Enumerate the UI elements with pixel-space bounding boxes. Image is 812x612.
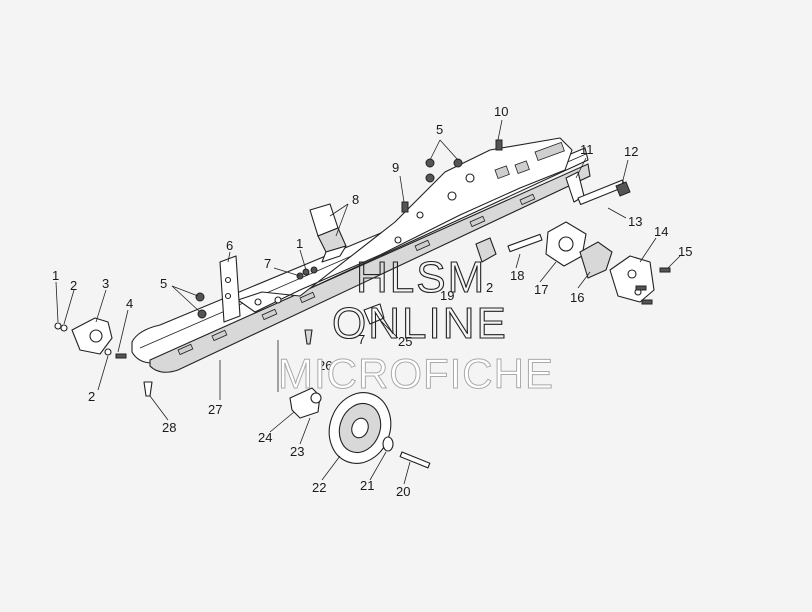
callout-14: 14 bbox=[654, 224, 668, 239]
callout-2c: 2 bbox=[486, 280, 493, 295]
callout-numbers: 1 2 3 4 2 5 6 7 1 8 9 5 10 11 12 13 14 1… bbox=[52, 104, 692, 499]
callout-9: 9 bbox=[392, 160, 399, 175]
callout-24: 24 bbox=[258, 430, 272, 445]
idler-wheel-22 bbox=[328, 392, 392, 464]
callout-17: 17 bbox=[534, 282, 548, 297]
callout-6: 6 bbox=[226, 238, 233, 253]
callout-12: 12 bbox=[624, 144, 638, 159]
callout-22: 22 bbox=[312, 480, 326, 495]
watermark-line3: MICROFICHE bbox=[278, 350, 554, 397]
callout-2a: 2 bbox=[70, 278, 77, 293]
bolt-20 bbox=[399, 451, 431, 469]
bumper-block-8 bbox=[309, 203, 347, 263]
callout-8: 8 bbox=[352, 192, 359, 207]
callout-10: 10 bbox=[494, 104, 508, 119]
callout-28: 28 bbox=[162, 420, 176, 435]
callout-23: 23 bbox=[290, 444, 304, 459]
bracket-plate-6 bbox=[219, 255, 241, 323]
callout-7b: 7 bbox=[358, 332, 365, 347]
callout-16: 16 bbox=[570, 290, 584, 305]
upper-frame-arm bbox=[237, 137, 573, 313]
callout-5b: 5 bbox=[436, 122, 443, 137]
callout-2b: 2 bbox=[88, 389, 95, 404]
callout-13: 13 bbox=[628, 214, 642, 229]
washer-21 bbox=[382, 436, 394, 452]
pivot-hardware bbox=[565, 171, 631, 206]
end-cap-3 bbox=[71, 317, 113, 355]
bumper-19 bbox=[475, 237, 497, 263]
callout-18: 18 bbox=[510, 268, 524, 283]
right-plate-14 bbox=[609, 255, 671, 305]
bracket-25 bbox=[363, 303, 385, 325]
callout-20: 20 bbox=[396, 484, 410, 499]
callout-7a: 7 bbox=[264, 256, 271, 271]
callout-4: 4 bbox=[126, 296, 133, 311]
callout-1a: 1 bbox=[52, 268, 59, 283]
watermark: HLSM ONLINE MICROFICHE bbox=[278, 252, 554, 397]
callout-15: 15 bbox=[678, 244, 692, 259]
callout-5a: 5 bbox=[160, 276, 167, 291]
watermark-line2: ONLINE bbox=[332, 299, 508, 348]
callout-11: 11 bbox=[580, 142, 594, 157]
callout-1b: 1 bbox=[296, 236, 303, 251]
leader-lines bbox=[55, 119, 681, 485]
watermark-line1: HLSM bbox=[356, 253, 486, 302]
callout-19: 19 bbox=[440, 288, 454, 303]
callout-26: 26 bbox=[318, 358, 332, 373]
callout-27: 27 bbox=[208, 402, 222, 417]
callout-3: 3 bbox=[102, 276, 109, 291]
pivot-block-16-17 bbox=[545, 221, 613, 279]
fasteners bbox=[54, 139, 503, 397]
callout-25: 25 bbox=[398, 334, 412, 349]
bolt-18 bbox=[507, 233, 543, 253]
callout-21: 21 bbox=[360, 478, 374, 493]
